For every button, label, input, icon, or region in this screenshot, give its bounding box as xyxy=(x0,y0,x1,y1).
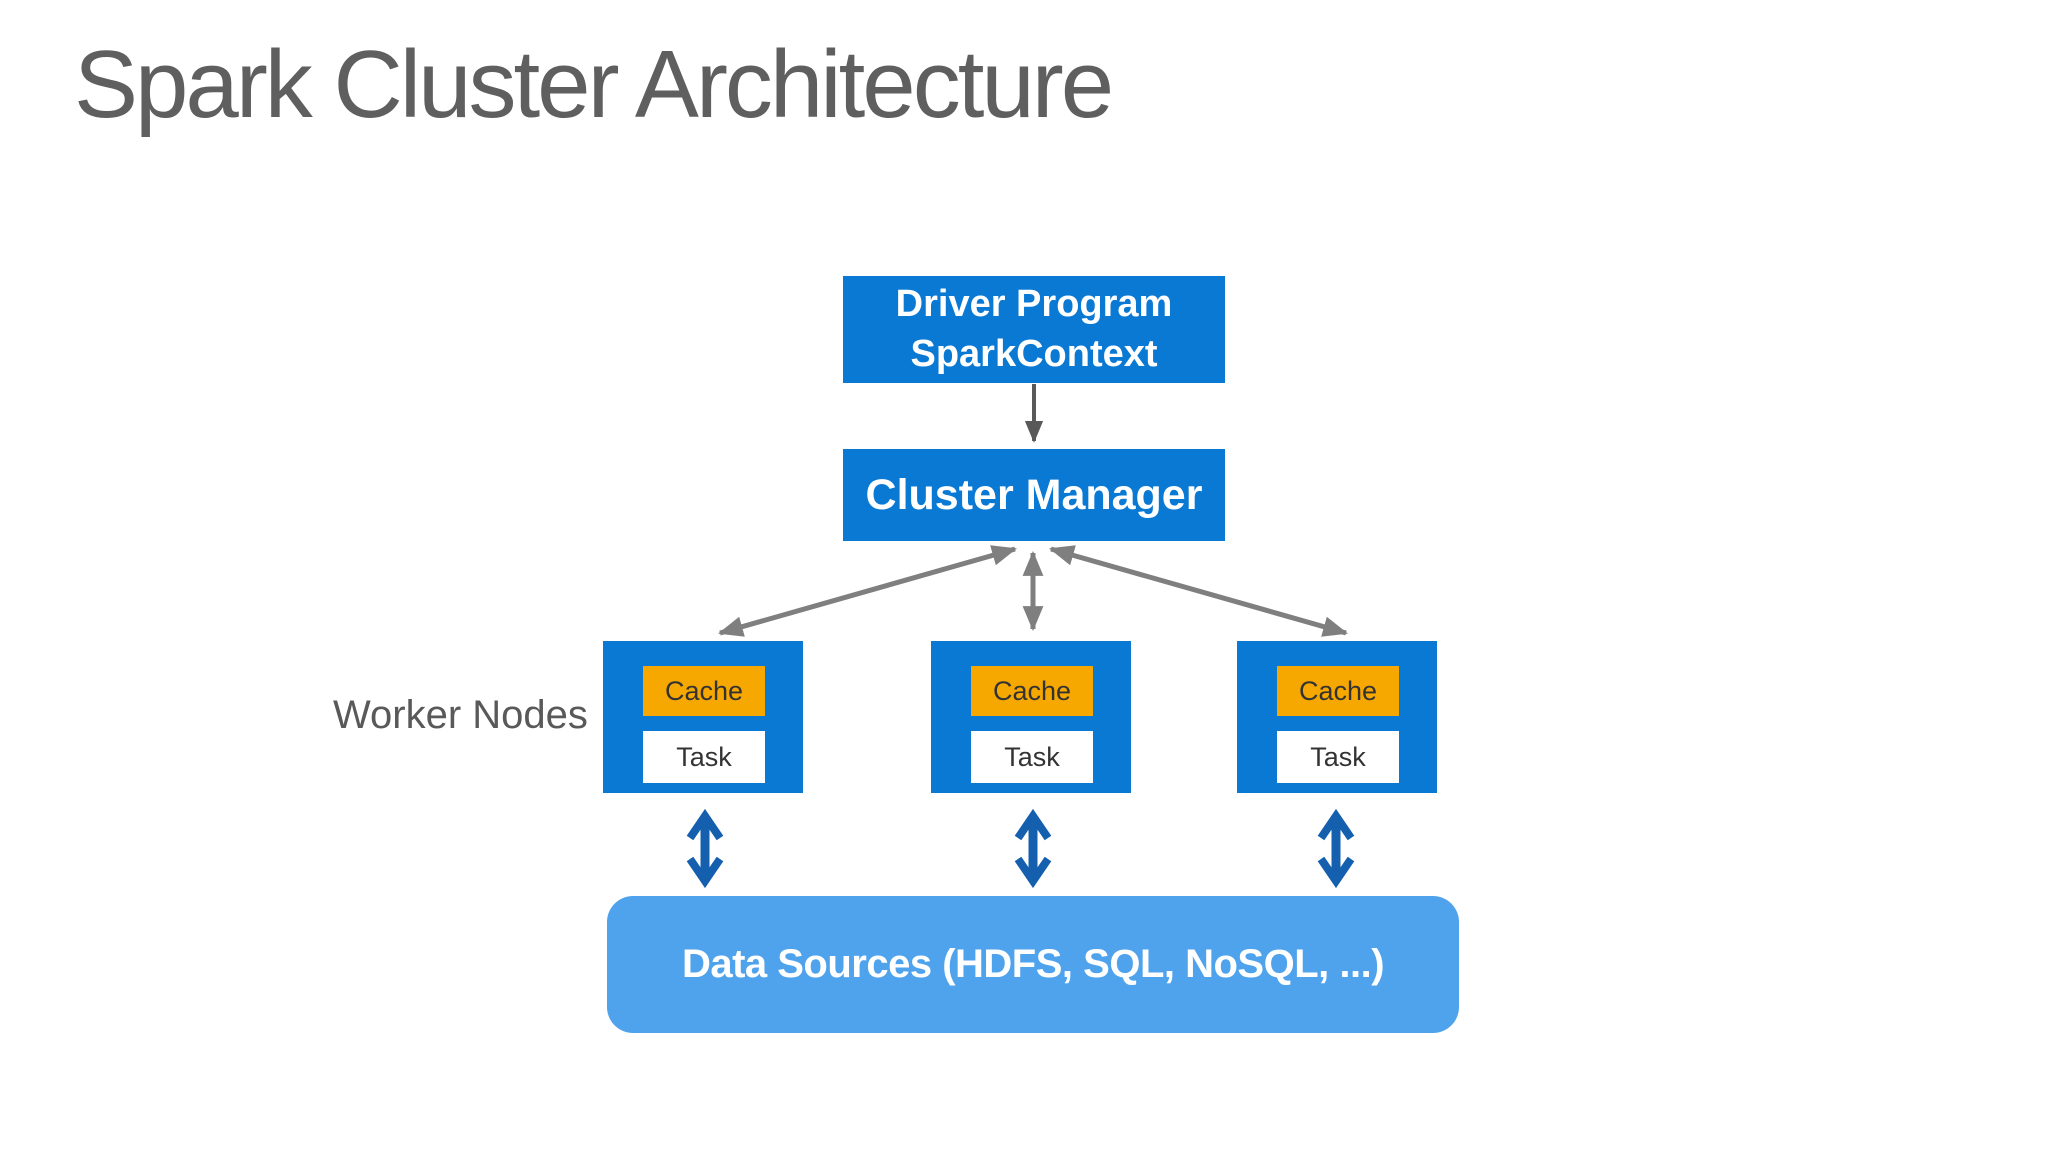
cluster-manager-label: Cluster Manager xyxy=(865,470,1203,519)
cache-label: Cache xyxy=(1298,675,1378,706)
task-label: Task xyxy=(676,741,732,772)
driver-program-label: Driver Program xyxy=(895,283,1173,326)
cluster-manager-box: Cluster Manager xyxy=(843,449,1225,541)
worker-3-task-box: Task xyxy=(1277,731,1399,783)
worker-node-2: Cache Task xyxy=(931,641,1131,793)
task-label: Task xyxy=(1310,741,1366,772)
cache-label: Cache xyxy=(992,675,1072,706)
worker-2-cache-box: Cache xyxy=(971,666,1093,716)
arrow-cluster-worker-left xyxy=(717,545,1018,637)
worker-3-cache-box: Cache xyxy=(1277,666,1399,716)
data-sources-label: Data Sources (HDFS, SQL, NoSQL, ...) xyxy=(681,942,1385,986)
slide-title: Spark Cluster Architecture xyxy=(74,31,1114,138)
worker-1-task-box: Task xyxy=(643,731,765,783)
worker-2-task-box: Task xyxy=(971,731,1093,783)
driver-program-box: Driver Program SparkContext xyxy=(843,276,1225,383)
worker-node-3: Cache Task xyxy=(1237,641,1437,793)
cache-label: Cache xyxy=(664,675,744,706)
worker-nodes-label: Worker Nodes xyxy=(333,693,588,737)
data-sources-box: Data Sources (HDFS, SQL, NoSQL, ...) xyxy=(607,896,1459,1033)
worker-1-cache-box: Cache xyxy=(643,666,765,716)
task-label: Task xyxy=(1004,741,1060,772)
spark-context-label: SparkContext xyxy=(910,332,1158,375)
worker-node-1: Cache Task xyxy=(603,641,803,793)
arrow-cluster-worker-right xyxy=(1048,545,1349,637)
